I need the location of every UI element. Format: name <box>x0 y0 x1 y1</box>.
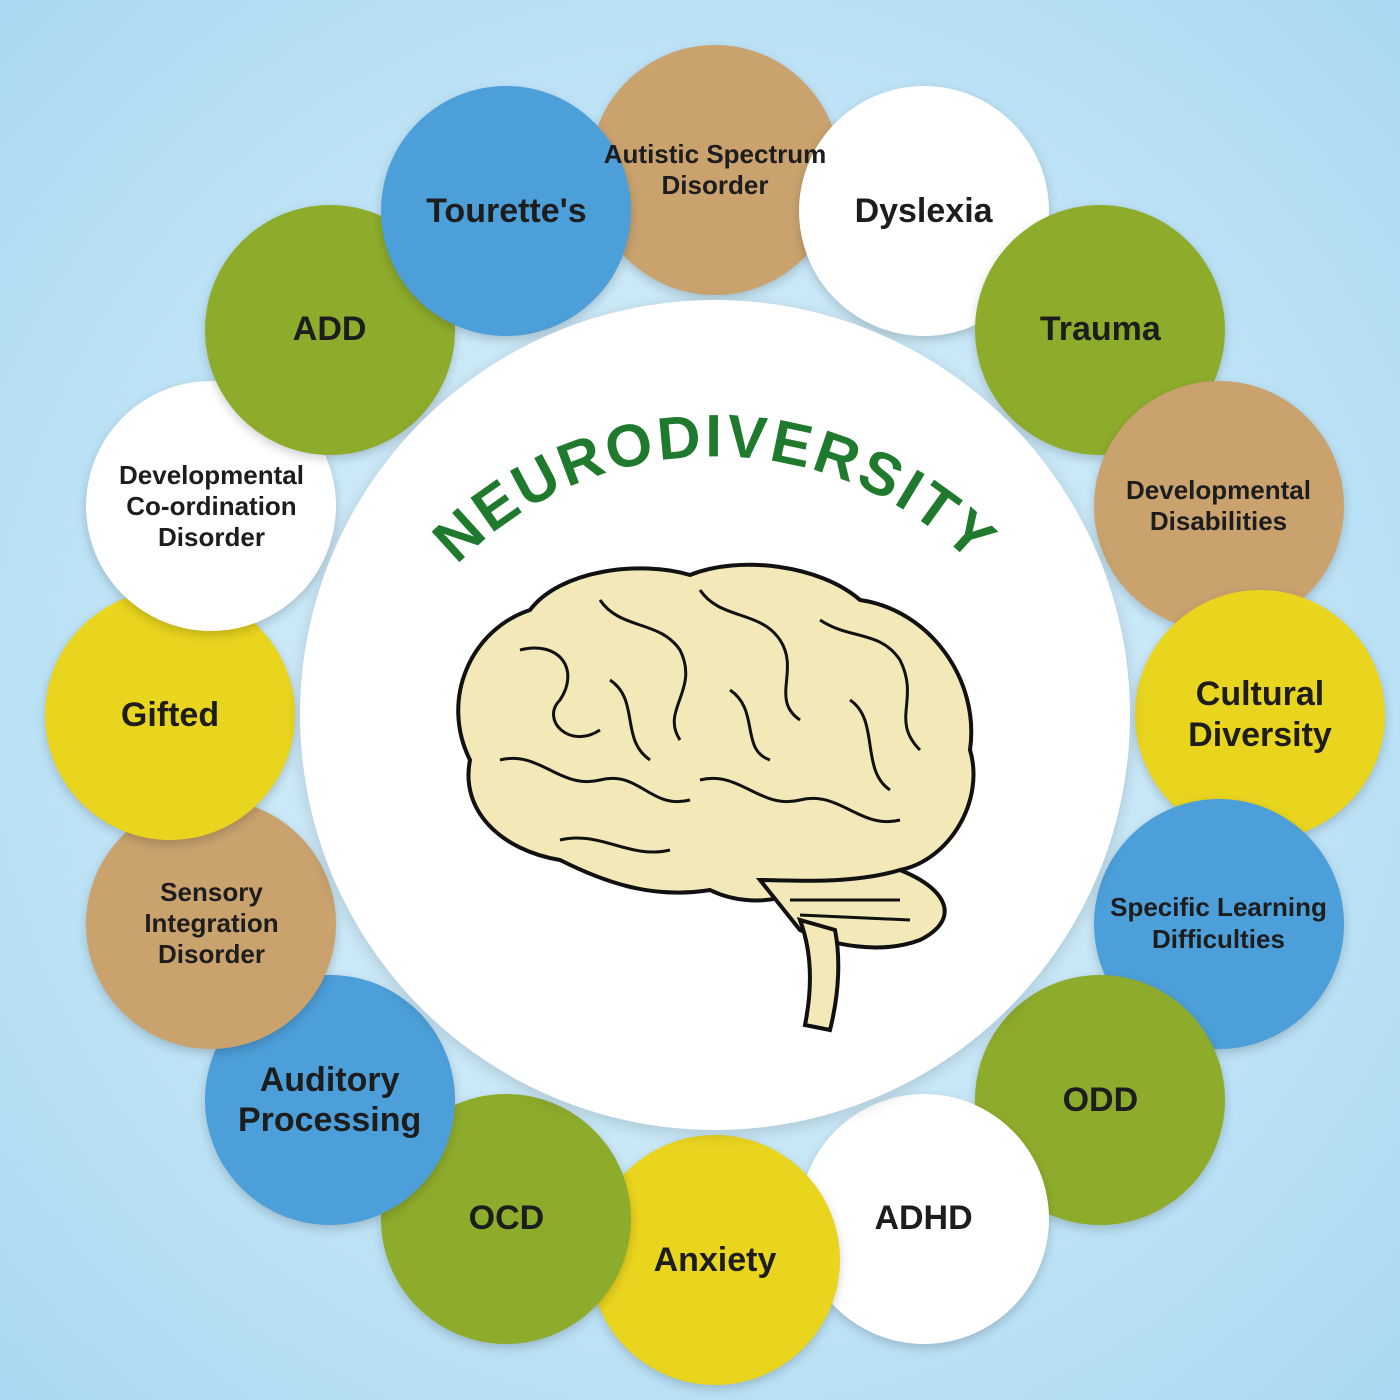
condition-bubble <box>1093 381 1344 632</box>
title-arc: NEURODIVERSITY <box>420 402 1010 575</box>
condition-bubble <box>86 798 337 1049</box>
condition-bubble <box>590 1135 840 1385</box>
condition-bubble <box>381 86 632 337</box>
brain-icon <box>456 562 976 1033</box>
condition-bubble <box>798 1093 1049 1344</box>
condition-bubble <box>590 45 840 295</box>
condition-bubble <box>1135 590 1385 840</box>
condition-bubble <box>45 590 295 840</box>
